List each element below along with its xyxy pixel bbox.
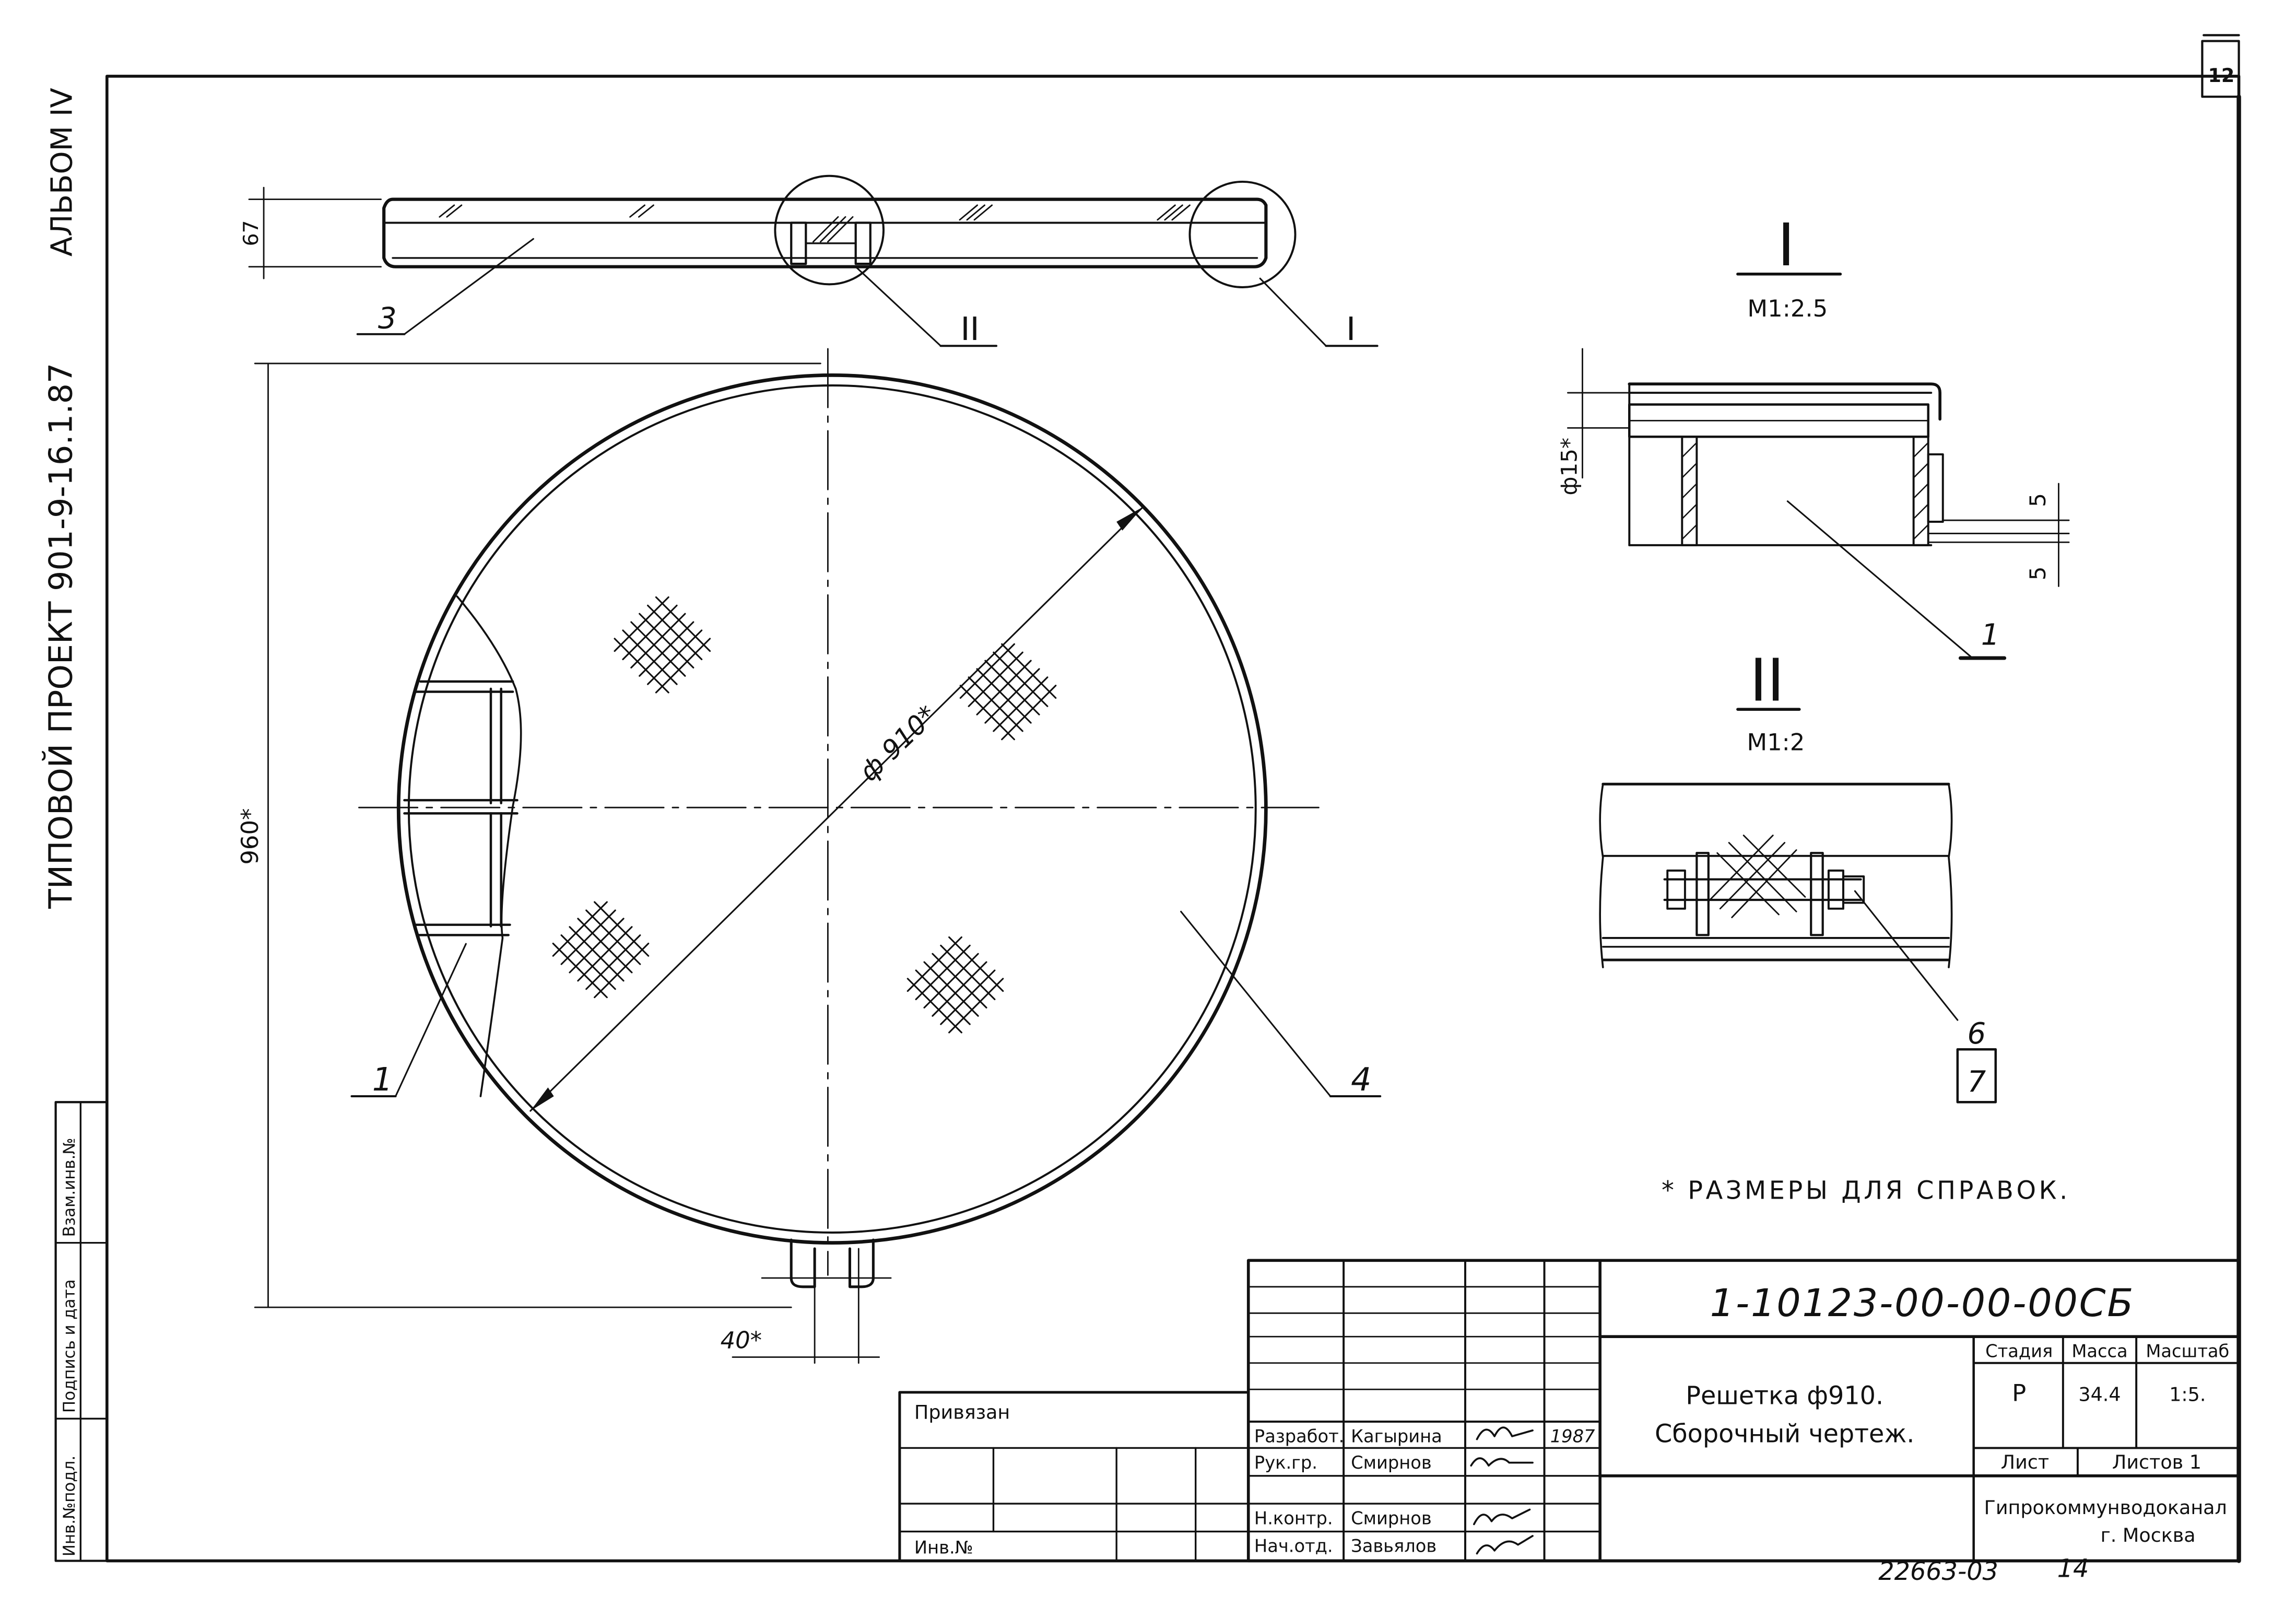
dim-overall-960: 960* <box>236 808 264 865</box>
drawing-name-line1: Решетка ф910. <box>1686 1381 1883 1410</box>
corner-sheet-number: 12 <box>2208 64 2235 87</box>
role-1: Рук.гр. <box>1254 1452 1317 1473</box>
signatures <box>1470 1426 1534 1555</box>
callout-II-label: II <box>960 310 979 348</box>
designation: 1-10123-00-00-00СБ <box>1710 1281 2135 1326</box>
project-title: ТИПОВОЙ ПРОЕКТ 901-9-16.1.87 <box>41 363 79 909</box>
name-3: Смирнов <box>1351 1508 1432 1528</box>
dim-height-67: 67 <box>240 220 263 246</box>
privyazan-label: Привязан <box>914 1401 1010 1423</box>
label-pos-4: 4 <box>1351 1061 1371 1098</box>
reference-note: * РАЗМЕРЫ ДЛЯ СПРАВОК. <box>1662 1176 2070 1205</box>
role-3: Н.контр. <box>1254 1508 1333 1528</box>
label-pos-3: 3 <box>378 302 397 336</box>
left-stamp-strip <box>54 1101 108 1562</box>
detail-II-title: II <box>1750 647 1784 714</box>
role-0: Разработ. <box>1254 1426 1344 1446</box>
detail-II-label-a: 6 <box>1967 1017 1986 1051</box>
detail-I-title: I <box>1777 212 1795 279</box>
detail-II-scale: M1:2 <box>1747 729 1805 756</box>
scale-value: 1:5. <box>2169 1383 2206 1406</box>
callout-I-label: I <box>1346 310 1356 348</box>
stamp-signature-date: Подпись и дата <box>60 1280 79 1413</box>
side-view <box>248 174 1379 347</box>
dim-diameter-910: ф 910* <box>853 699 943 787</box>
sheet-label: Лист <box>2001 1451 2049 1473</box>
col-stage: Стадия <box>1985 1341 2053 1362</box>
album-label: АЛЬБОМ IV <box>45 88 79 256</box>
detail-I-scale: M1:2.5 <box>1747 295 1828 322</box>
dim-tab-40: 40* <box>721 1327 762 1354</box>
detail-I-label-pos: 1 <box>1981 618 2000 652</box>
name-0: Кагырина <box>1351 1426 1442 1446</box>
detail-I-dim-5a: 5 <box>2025 493 2051 507</box>
drawing-name-line2: Сборочный чертеж. <box>1655 1420 1915 1448</box>
name-1: Смирнов <box>1351 1452 1432 1473</box>
col-scale: Масштаб <box>2146 1341 2229 1362</box>
grating-plan-view <box>254 348 1382 1364</box>
title-block-grid <box>898 1259 2241 1563</box>
inv-no-label: Инв.№ <box>914 1538 973 1558</box>
stamp-vzam-inv: Взам.инв.№ <box>60 1138 79 1237</box>
organization-line1: Гипрокоммунводоканал <box>1984 1496 2227 1519</box>
detail-I-dim-5b: 5 <box>2025 566 2051 580</box>
footer-page: 14 <box>2057 1554 2089 1583</box>
sheets-label: Листов 1 <box>2112 1451 2201 1473</box>
date-0: 1987 <box>1550 1426 1595 1446</box>
mesh-patches <box>552 596 1057 1034</box>
stage-value: Р <box>2012 1379 2026 1407</box>
organization-line2: г. Москва <box>2101 1524 2196 1546</box>
detail-II-label-b: 7 <box>1967 1065 1986 1099</box>
label-pos-1: 1 <box>372 1061 393 1098</box>
detail-I-dim-rod: ф15* <box>1556 438 1582 496</box>
mass-value: 34.4 <box>2078 1383 2121 1406</box>
name-4: Завьялов <box>1351 1536 1437 1556</box>
detail-I-section <box>1567 348 2070 660</box>
role-4: Нач.отд. <box>1254 1536 1333 1556</box>
stamp-inv-podl: Инв.№подл. <box>60 1456 79 1556</box>
detail-II-section <box>1599 782 1997 1104</box>
sheet-frame <box>105 34 2241 1563</box>
footer-code: 22663-03 <box>1878 1557 1998 1586</box>
col-mass: Масса <box>2071 1341 2127 1362</box>
